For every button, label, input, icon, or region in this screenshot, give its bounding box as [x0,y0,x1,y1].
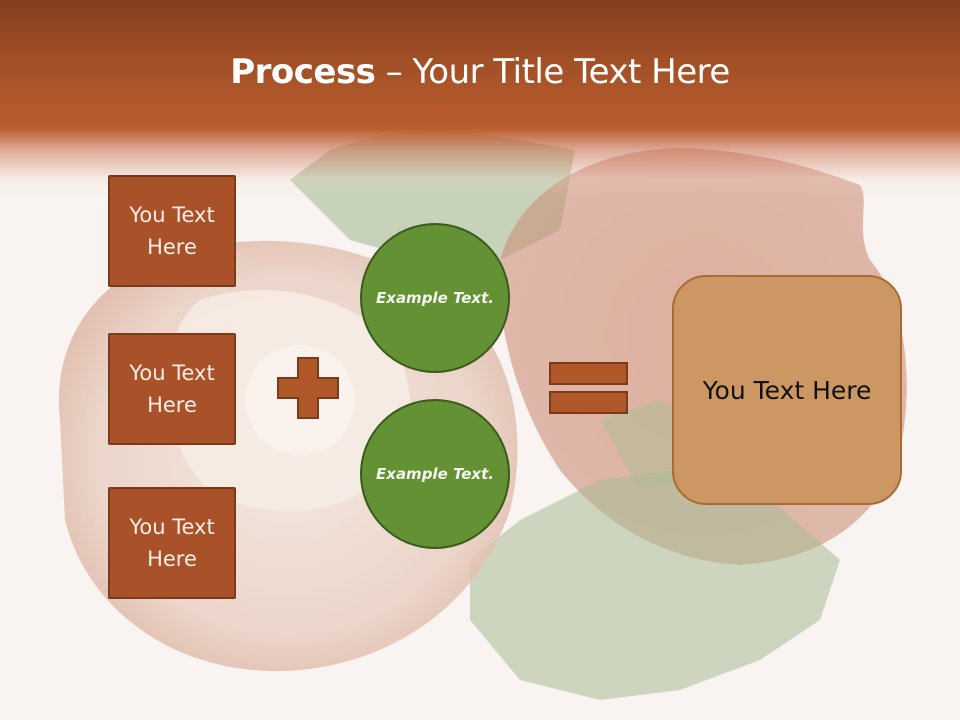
title-header-band [0,0,960,200]
equals-icon [549,362,628,414]
slide-title[interactable]: Process – Your Title Text Here [0,52,960,92]
plus-icon [277,357,339,419]
input-box-2[interactable]: You Text Here [108,333,236,445]
input-box-3[interactable]: You Text Here [108,487,236,599]
input-box-1[interactable]: You Text Here [108,175,236,287]
title-bold: Process [230,52,376,92]
example-circle-1[interactable]: Example Text. [360,223,510,373]
example-circle-2[interactable]: Example Text. [360,399,510,549]
result-box[interactable]: You Text Here [672,275,902,505]
title-rest: – Your Title Text Here [375,52,731,92]
